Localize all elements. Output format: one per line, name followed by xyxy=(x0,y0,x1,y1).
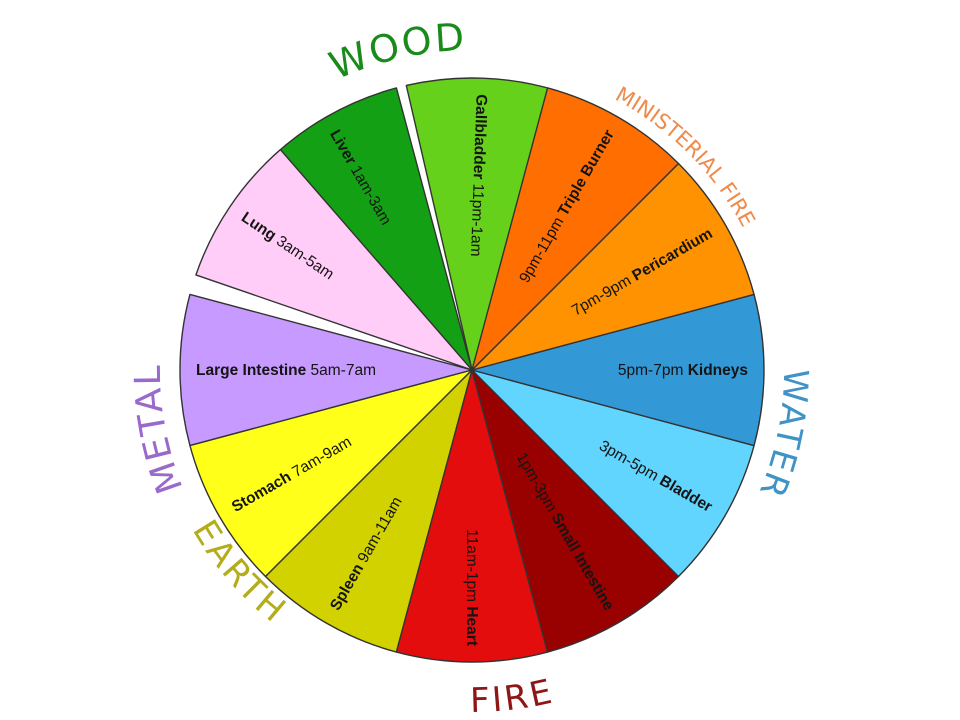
slice-kidneys xyxy=(471,293,765,447)
segment-label-heart: 11am-1pm Heart xyxy=(463,529,480,646)
slice-small-intestine xyxy=(471,369,680,653)
slice-spleen xyxy=(264,369,473,653)
element-label-wood: WOOD xyxy=(323,15,467,88)
wheel-slices xyxy=(179,77,765,663)
element-label-fire: FIRE xyxy=(470,671,559,720)
slice-lung xyxy=(195,148,473,371)
organ-name: Large Intestine xyxy=(196,362,307,379)
slice-pericardium xyxy=(471,162,755,371)
slice-heart xyxy=(395,369,549,663)
organ-name: Gallbladder xyxy=(470,94,490,180)
organ-name: Kidneys xyxy=(688,362,748,379)
segment-text: Gallbladder 11pm-1am xyxy=(467,94,490,257)
time-range: 11am-1pm xyxy=(463,529,480,606)
time-range: 5am-7am xyxy=(306,362,376,379)
time-range: 11pm-1am xyxy=(467,179,487,257)
slice-triple-burner xyxy=(471,87,680,371)
segment-text: 5pm-7pm Kidneys xyxy=(618,362,748,379)
slice-large-intestine xyxy=(179,293,473,447)
segment-label-kidneys: 5pm-7pm Kidneys xyxy=(618,362,748,379)
time-range: 5pm-7pm xyxy=(618,362,688,379)
segment-label-gallbladder: Gallbladder 11pm-1am xyxy=(467,94,490,257)
segment-text: 11am-1pm Heart xyxy=(463,529,480,646)
organ-name: Heart xyxy=(463,606,480,646)
segment-text: Large Intestine 5am-7am xyxy=(196,362,376,379)
slice-bladder xyxy=(471,369,755,578)
slice-stomach xyxy=(189,369,473,578)
segment-label-large-intestine: Large Intestine 5am-7am xyxy=(196,362,376,379)
